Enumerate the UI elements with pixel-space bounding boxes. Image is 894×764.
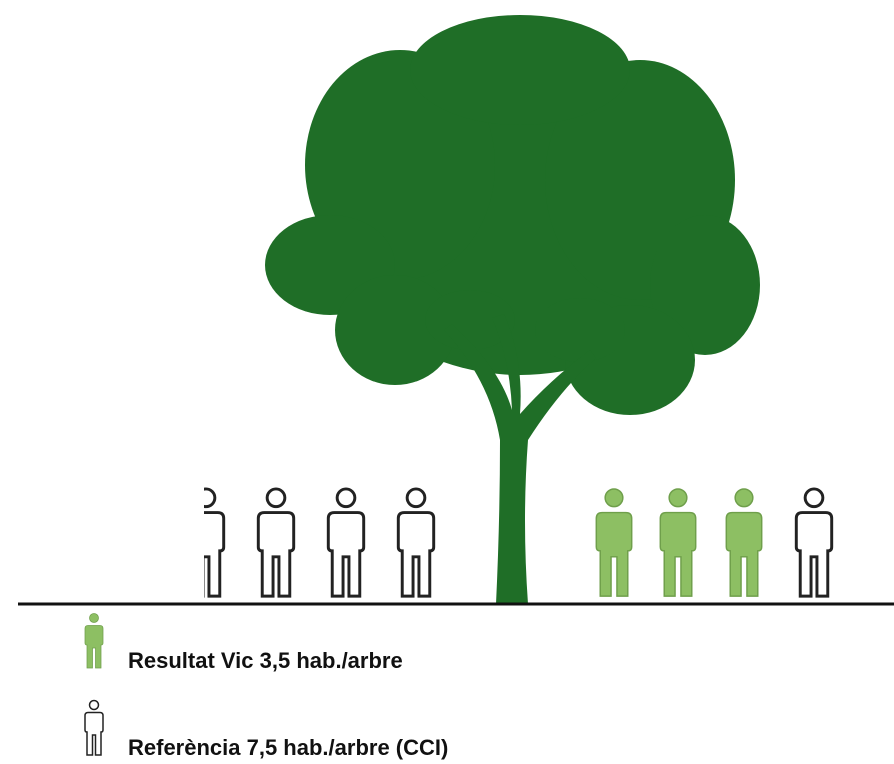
- result-person-2: [659, 488, 697, 597]
- reference-person-2: [326, 487, 366, 598]
- tree-canopy: [265, 15, 760, 415]
- tree-trunk: [444, 314, 596, 604]
- result-person-4: [794, 487, 834, 598]
- legend-icons: [84, 613, 104, 756]
- reference-people-group: [204, 487, 436, 598]
- legend-result-label: Resultat Vic 3,5 hab./arbre: [128, 648, 403, 673]
- result-people-group: [595, 487, 834, 598]
- reference-person-3: [256, 487, 296, 598]
- tree-icon: [265, 15, 760, 604]
- reference-person-1: [396, 487, 436, 598]
- legend-result-person-icon: [84, 613, 104, 669]
- result-person-3: [725, 488, 763, 597]
- result-person-1: [595, 488, 633, 597]
- legend-reference-person-icon: [84, 699, 104, 756]
- legend-reference-label: Referència 7,5 hab./arbre (CCI): [128, 735, 449, 760]
- reference-person-4: [204, 487, 226, 598]
